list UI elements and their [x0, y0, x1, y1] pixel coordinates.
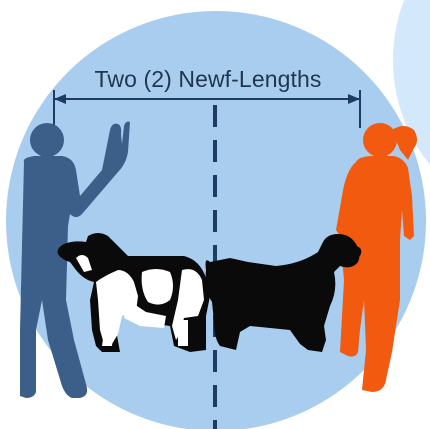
- measure-label: Two (2) Newf-Lengths: [58, 66, 358, 93]
